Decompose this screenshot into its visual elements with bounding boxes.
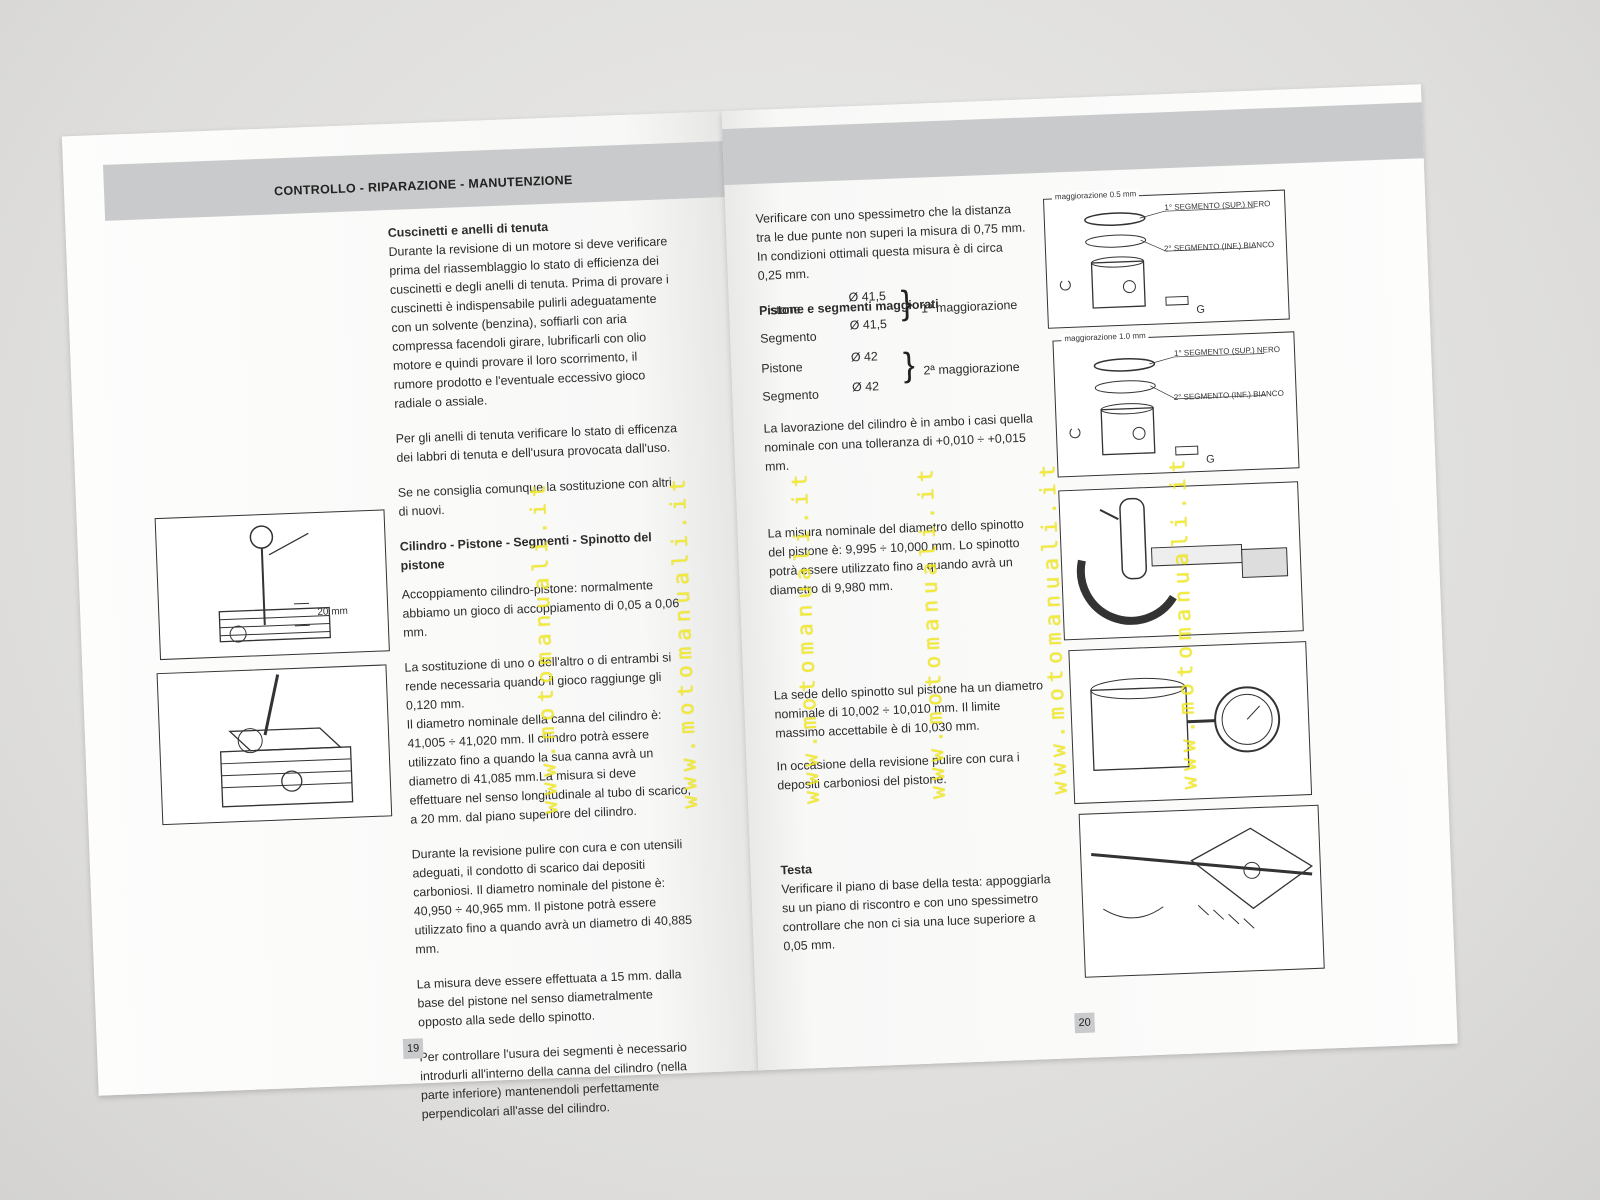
figure-pin-micrometer: [1058, 481, 1304, 641]
bore-gauge-drawing: [218, 525, 331, 643]
brace: }: [902, 345, 916, 385]
oversize-spec-table: Pistone Ø 41,5 Segmento Ø 41,5 } 1ª magg…: [758, 283, 1053, 408]
micrometer-drawing: [1076, 497, 1289, 625]
gap-label: G: [1205, 453, 1215, 466]
spec-value: Ø 42: [851, 379, 880, 395]
gap-label: G: [1196, 303, 1206, 317]
right-page: Verificare con uno spessimetro che la di…: [721, 84, 1458, 1071]
paragraph: La misura deve essere effettuata a 15 mm…: [416, 967, 682, 1030]
oversize-label: 1ª maggiorazione: [920, 297, 1018, 316]
figure-oversize-05: maggiorazione 0.5 mm 1° SEGMENTO (SUP.) …: [1043, 189, 1290, 329]
piston-rings-drawing: [1059, 207, 1257, 309]
spec-value: Ø 42: [850, 349, 879, 365]
header-band: [722, 102, 1424, 186]
spec-value: Ø 41,5: [848, 288, 887, 305]
spec-part: Segmento: [759, 329, 817, 346]
page-number: 20: [1074, 1012, 1096, 1034]
left-page: CONTROLLO - RIPARAZIONE - MANUTENZIONE C…: [61, 111, 759, 1121]
spec-part: Segmento: [762, 387, 820, 404]
spec-part: Pistone: [758, 302, 801, 318]
spec-value: Ø 41,5: [849, 316, 888, 333]
page-number: 19: [402, 1038, 424, 1060]
brace: }: [900, 283, 913, 323]
paragraph: Per controllare l'usura dei segmenti è n…: [419, 1040, 688, 1122]
paragraph: Durante la revisione di un motore si dev…: [388, 234, 670, 411]
oversize-label: 2ª maggiorazione: [923, 359, 1020, 378]
piston-rings-drawing: [1069, 353, 1266, 456]
spec-part: Pistone: [761, 360, 803, 376]
head-flatness-drawing: [1091, 827, 1313, 929]
figure-oversize-10: maggiorazione 1.0 mm 1° SEGMENTO (SUP.) …: [1052, 330, 1300, 478]
figure-cylinder-bore-gauge: 20 mm: [154, 509, 390, 661]
figure-head-flatness: [1078, 804, 1325, 978]
dial-gauge-drawing: [1090, 677, 1281, 771]
header-title: CONTROLLO - RIPARAZIONE - MANUTENZIONE: [273, 172, 573, 199]
paragraph: Verificare con uno spessimetro che la di…: [755, 202, 1026, 283]
header-band: CONTROLLO - RIPARAZIONE - MANUTENZIONE: [103, 141, 725, 221]
measure-label: 20 mm: [317, 605, 349, 619]
paragraph: Durante la revisione pulire con cura e c…: [411, 837, 693, 957]
figure-exhaust-cleaning: [156, 664, 393, 826]
exhaust-cleaning-drawing: [219, 674, 354, 808]
manual-spread: CONTROLLO - RIPARAZIONE - MANUTENZIONE C…: [61, 84, 1458, 1121]
paragraph: La lavorazione del cilindro è in ambo i …: [763, 411, 1034, 474]
paragraph: Verificare il piano di base della testa:…: [781, 872, 1051, 954]
figure-piston-dial-gauge: [1068, 641, 1313, 805]
paragraph: Per gli anelli di tenuta verificare lo s…: [395, 421, 678, 465]
